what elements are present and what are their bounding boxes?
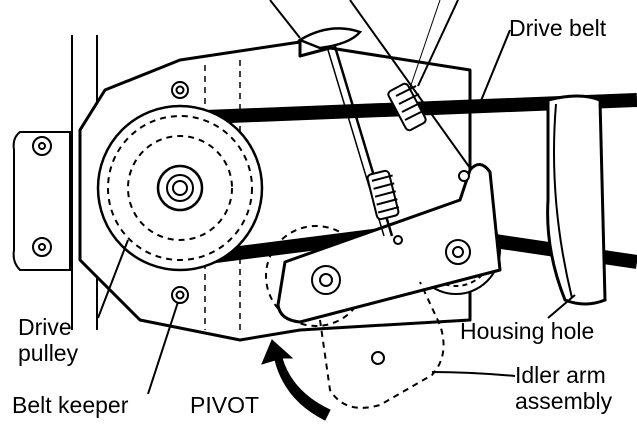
- extension-spring-upper: [387, 82, 427, 132]
- cable-bracket: [297, 27, 363, 50]
- leader-belt-keeper: [147, 301, 179, 395]
- leader-top-cable: [269, 0, 301, 39]
- label-idler-arm-assembly: Idler arm assembly: [515, 362, 635, 414]
- idler-arm-hole: [371, 351, 385, 365]
- label-belt-keeper: Belt keeper: [12, 392, 129, 418]
- idler-arm-assembly-hidden: [319, 281, 445, 409]
- label-idler-arm-line1: Idler arm: [515, 362, 606, 388]
- housing-bolt-top: [171, 81, 189, 99]
- housing-hole-inner: [553, 103, 573, 299]
- spring-anchor-hole: [393, 235, 403, 245]
- engine-mount-bracket: [12, 131, 71, 271]
- leader-drive-belt: [477, 29, 511, 109]
- label-drive-pulley-line1: Drive: [18, 314, 72, 340]
- label-drive-pulley: Drive pulley: [18, 314, 128, 366]
- label-idler-arm-line2: assembly: [515, 388, 613, 414]
- label-housing-hole: Housing hole: [460, 318, 595, 344]
- leader-idler-arm: [431, 371, 516, 377]
- drive-pulley: [96, 104, 264, 272]
- idler-pivot-bolt: [445, 239, 471, 265]
- label-drive-belt: Drive belt: [509, 15, 607, 41]
- extension-spring-lower: [366, 169, 400, 221]
- leader-top-spring-b: [409, 0, 441, 89]
- label-drive-pulley-line2: pulley: [18, 340, 79, 366]
- belt-keeper-bolt: [171, 286, 189, 304]
- leader-housing-hole: [547, 294, 576, 319]
- label-pivot: PIVOT: [190, 392, 260, 418]
- leader-top-spring: [417, 0, 459, 87]
- bracket-top-hole: [458, 170, 470, 182]
- idler-arm-bolt: [311, 265, 341, 295]
- leader-drive-pulley: [97, 239, 129, 319]
- pivot-arrow: [261, 339, 331, 421]
- spring-wire-upper: [349, 0, 471, 169]
